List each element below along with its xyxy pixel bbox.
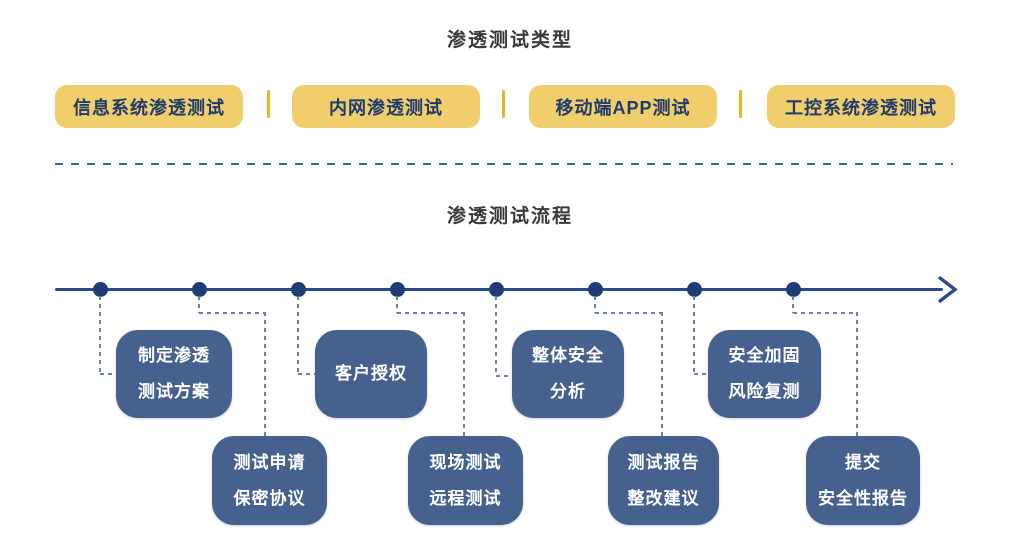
type-separator xyxy=(267,90,270,118)
process-section-title: 渗透测试流程 xyxy=(446,206,573,227)
step-line: 远程测试 xyxy=(429,488,502,508)
connector-line xyxy=(661,312,663,436)
type-box-intranet: 内网渗透测试 xyxy=(292,85,480,128)
connector-line xyxy=(99,296,101,374)
connector-line xyxy=(199,312,265,314)
connector-line xyxy=(198,296,200,313)
connector-line xyxy=(264,312,266,436)
type-box-mobile-app: 移动端APP测试 xyxy=(529,85,717,128)
timeline-dot xyxy=(291,282,306,297)
step-box-onsite-remote-testing: 现场测试 远程测试 xyxy=(408,436,523,525)
step-line: 测试方案 xyxy=(138,382,210,401)
types-section-title: 渗透测试类型 xyxy=(446,30,573,51)
step-box-submit-security-report: 提交 安全性报告 xyxy=(806,436,920,525)
timeline-dot xyxy=(192,282,207,297)
step-line: 整改建议 xyxy=(627,488,700,508)
timeline-dot xyxy=(588,282,603,297)
step-line: 安全性报告 xyxy=(818,488,908,508)
connector-line xyxy=(595,312,662,314)
type-separator xyxy=(502,90,505,118)
step-line: 安全加固 xyxy=(728,346,801,365)
type-separator xyxy=(739,90,742,118)
timeline-dot xyxy=(489,282,504,297)
connector-line xyxy=(793,312,857,314)
step-box-client-authorization: 客户授权 xyxy=(315,330,427,418)
connector-line xyxy=(792,296,794,313)
timeline-arrow-icon xyxy=(936,275,960,310)
connector-line xyxy=(397,312,464,314)
step-line: 提交 xyxy=(845,452,881,472)
type-box-industrial-control: 工控系统渗透测试 xyxy=(767,85,955,128)
step-line: 保密协议 xyxy=(233,488,306,508)
step-box-application-nda: 测试申请 保密协议 xyxy=(212,436,327,525)
connector-line xyxy=(693,296,695,374)
connector-line xyxy=(298,373,316,375)
connector-line xyxy=(856,312,858,436)
connector-line xyxy=(496,375,513,377)
connector-line xyxy=(495,296,497,376)
connector-line xyxy=(100,373,117,375)
step-line: 制定渗透 xyxy=(138,346,210,365)
timeline-dot xyxy=(390,282,405,297)
step-box-plan: 制定渗透 测试方案 xyxy=(116,330,232,418)
connector-line xyxy=(396,296,398,313)
step-line: 客户授权 xyxy=(335,364,407,383)
connector-line xyxy=(463,312,465,436)
timeline-dot xyxy=(786,282,801,297)
connector-line xyxy=(694,373,709,375)
step-line: 现场测试 xyxy=(429,452,502,472)
step-box-hardening-retest: 安全加固 风险复测 xyxy=(708,330,821,418)
timeline-dot xyxy=(687,282,702,297)
step-line: 整体安全 xyxy=(532,346,604,365)
step-box-report-suggestions: 测试报告 整改建议 xyxy=(608,436,719,525)
step-line: 测试申请 xyxy=(233,452,306,472)
step-line: 风险复测 xyxy=(728,382,801,401)
step-box-overall-security-analysis: 整体安全 分析 xyxy=(512,330,624,418)
type-box-information-system: 信息系统渗透测试 xyxy=(55,85,243,128)
step-line: 测试报告 xyxy=(627,452,700,472)
connector-line xyxy=(594,296,596,313)
step-line: 分析 xyxy=(550,382,586,401)
connector-line xyxy=(297,296,299,374)
section-divider xyxy=(55,163,953,165)
timeline-dot xyxy=(93,282,108,297)
